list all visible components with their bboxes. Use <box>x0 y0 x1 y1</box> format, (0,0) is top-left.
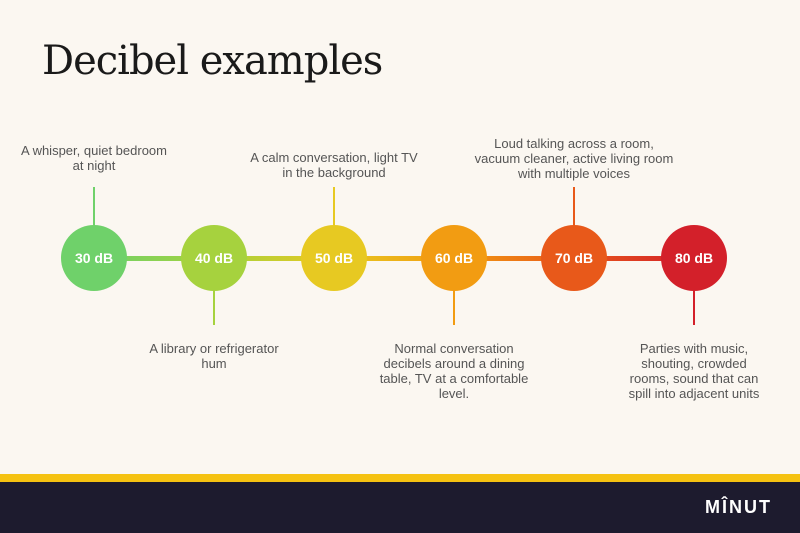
brand-logo: MÎNUT <box>705 497 772 517</box>
page-title: Decibel examples <box>42 38 383 84</box>
level-node-70: 70 dB <box>541 187 607 291</box>
level-description-30: A whisper, quiet bedroom at night <box>21 143 167 173</box>
level-description-60: Normal conversation decibels around a di… <box>379 341 529 401</box>
level-label-80: 80 dB <box>675 250 713 266</box>
level-node-60: 60 dB <box>421 225 487 325</box>
level-label-50: 50 dB <box>315 250 353 266</box>
level-circle-80 <box>661 225 727 291</box>
footer-accent-stripe <box>0 474 800 482</box>
level-label-40: 40 dB <box>195 250 233 266</box>
decibel-timeline: 30 dB 40 dB 50 dB 60 dB 70 dB 80 dB <box>61 187 727 325</box>
level-circle-40 <box>181 225 247 291</box>
level-label-30: 30 dB <box>75 250 113 266</box>
level-circle-50 <box>301 225 367 291</box>
level-description-80: Parties with music, shouting, crowded ro… <box>628 341 760 401</box>
level-node-30: 30 dB <box>61 187 127 291</box>
level-label-60: 60 dB <box>435 250 473 266</box>
level-description-50: A calm conversation, light TV in the bac… <box>250 150 418 180</box>
timeline-line <box>94 256 694 261</box>
level-circle-60 <box>421 225 487 291</box>
level-node-40: 40 dB <box>181 225 247 325</box>
footer-bar: MÎNUT <box>0 482 800 533</box>
level-node-50: 50 dB <box>301 187 367 291</box>
level-description-40: A library or refrigerator hum <box>149 341 279 371</box>
level-node-80: 80 dB <box>661 225 727 325</box>
level-label-70: 70 dB <box>555 250 593 266</box>
level-circle-70 <box>541 225 607 291</box>
level-description-70: Loud talking across a room, vacuum clean… <box>474 136 674 181</box>
level-circle-30 <box>61 225 127 291</box>
